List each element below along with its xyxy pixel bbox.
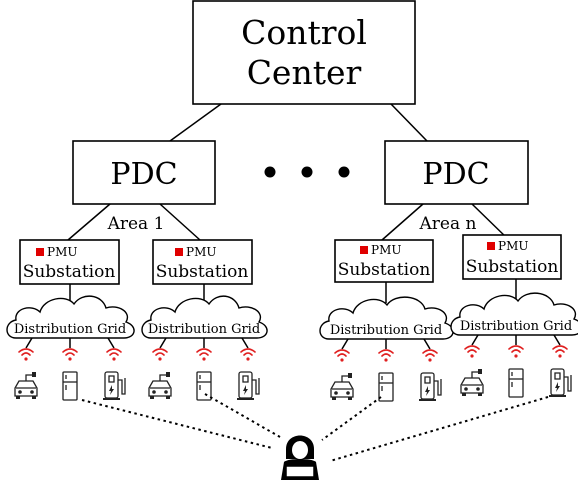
distribution-grid-1: Distribution Grid: [6, 284, 135, 401]
control-center-line1: Control: [241, 13, 367, 52]
substation-4: PMU Substation: [462, 234, 562, 280]
distribution-grid-2: Distribution Grid: [141, 284, 268, 401]
connector-cc-pdc-right: [390, 103, 428, 142]
distribution-grid-label: Distribution Grid: [14, 322, 126, 337]
pdc-left-label: PDC: [110, 157, 177, 192]
distribution-grid-label: Distribution Grid: [460, 319, 572, 334]
pmu-marker: [487, 242, 495, 250]
connector-pdc-sub-3: [381, 203, 424, 241]
connector-cc-pdc-left: [169, 103, 222, 142]
pdc-box-right: PDC: [384, 140, 529, 205]
distribution-grid-4: Distribution Grid: [450, 279, 578, 398]
control-center-box: Control Center: [192, 0, 416, 105]
substation-label: Substation: [338, 260, 431, 280]
control-center-line2: Center: [247, 53, 362, 92]
car-charger-icon: [460, 334, 484, 396]
attack-line-3: [321, 396, 382, 441]
attack-line-4: [329, 396, 549, 462]
substation-label: Substation: [156, 262, 249, 282]
distribution-grids: Distribution Grid Distribution Grid Distri…: [6, 279, 578, 402]
car-charger-icon: [330, 338, 354, 400]
area-1-label: Area 1: [107, 214, 165, 234]
pmu-label: PMU: [186, 245, 216, 259]
car-charger-icon: [148, 337, 172, 399]
ev-charger-icon: [549, 334, 572, 397]
ellipsis-dots: [264, 166, 350, 178]
pmu-label: PMU: [47, 245, 77, 259]
connector-pdc-sub-1: [67, 203, 111, 241]
cloud-shape: [319, 296, 454, 340]
cloud-shape: [450, 292, 578, 336]
hacker-icon: [281, 435, 319, 480]
connector-pdc-sub-4: [471, 203, 510, 241]
pmu-marker: [36, 248, 44, 256]
cloud-shape: [6, 295, 135, 339]
ev-charger-icon: [103, 337, 126, 400]
refrigerator-icon: [196, 338, 212, 401]
substation-1: PMU Substation: [19, 239, 120, 285]
distribution-grid-label: Distribution Grid: [330, 323, 442, 338]
substation-label: Substation: [466, 257, 559, 277]
refrigerator-icon: [378, 339, 394, 402]
substation-2: PMU Substation: [152, 239, 253, 285]
substation-3: PMU Substation: [334, 239, 434, 283]
refrigerator-icon: [62, 338, 78, 401]
car-charger-icon: [14, 337, 38, 399]
ev-charger-icon: [419, 338, 442, 401]
substation-label: Substation: [23, 262, 116, 282]
distribution-grid-label: Distribution Grid: [148, 322, 260, 337]
attack-line-1: [81, 399, 273, 449]
pmu-label: PMU: [371, 243, 401, 257]
refrigerator-icon: [508, 335, 524, 398]
cloud-shape: [141, 295, 268, 339]
pdc-box-left: PDC: [72, 140, 216, 205]
pmu-marker: [175, 248, 183, 256]
attack-line-2: [204, 393, 281, 438]
pmu-marker: [360, 246, 368, 254]
pmu-label: PMU: [498, 239, 528, 253]
connector-pdc-sub-2: [159, 203, 201, 241]
distribution-grid-3: Distribution Grid: [319, 282, 454, 402]
area-n-label: Area n: [419, 214, 477, 234]
ev-charger-icon: [237, 337, 260, 400]
pdc-right-label: PDC: [422, 157, 489, 192]
